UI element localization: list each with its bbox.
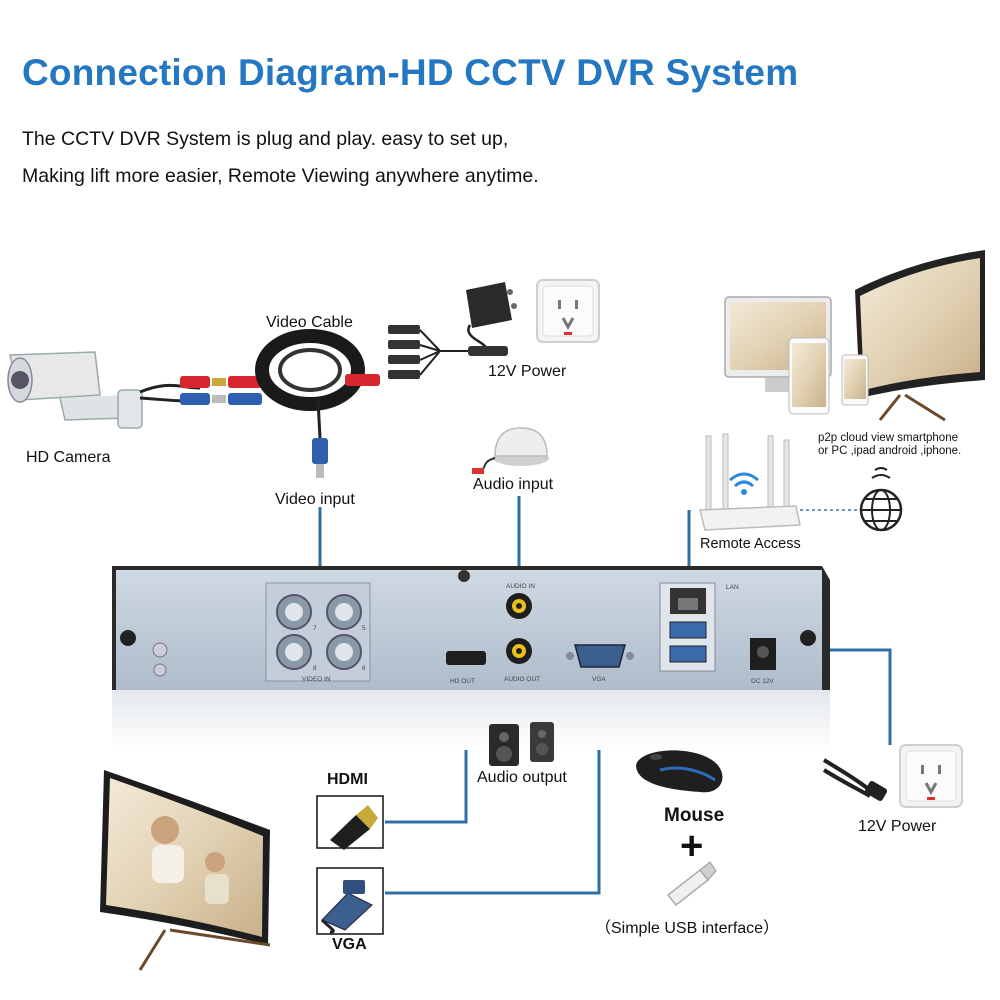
label-hdmi: HDMI bbox=[327, 771, 368, 788]
monitor-icon bbox=[100, 770, 271, 971]
camera-icon bbox=[7, 351, 143, 429]
bnc-number-3: 8 bbox=[313, 665, 317, 672]
bnc-number-4: 6 bbox=[362, 665, 366, 672]
bnc-number-1: 7 bbox=[313, 625, 317, 632]
bnc-number-2: 5 bbox=[362, 625, 366, 632]
panel-label-audio-in: AUDIO IN bbox=[506, 583, 535, 590]
label-12v-power-top: 12V Power bbox=[488, 363, 567, 380]
microphone-icon bbox=[472, 427, 549, 474]
label-video-input: Video input bbox=[275, 491, 355, 508]
panel-label-lan: LAN bbox=[726, 584, 739, 591]
vga-plug-icon bbox=[316, 867, 384, 935]
label-12v-power-bottom: 12V Power bbox=[858, 818, 937, 835]
usb-stick-icon bbox=[666, 861, 717, 907]
speaker-icon bbox=[489, 722, 554, 766]
wall-socket-icon bbox=[536, 279, 600, 343]
label-vga: VGA bbox=[332, 936, 367, 953]
wall-socket-icon-bottom bbox=[899, 744, 963, 808]
panel-label-vga: VGA bbox=[592, 676, 606, 683]
monitor-icon-top bbox=[724, 250, 985, 422]
label-p2p-line-1: p2p cloud view smartphone bbox=[818, 432, 958, 444]
video-cable-icon bbox=[139, 329, 380, 478]
label-hd-camera: HD Camera bbox=[26, 449, 111, 466]
panel-label-dc: DC 12V bbox=[751, 678, 774, 685]
power-adapter-icon bbox=[388, 282, 517, 379]
panel-label-hd-out: HD OUT bbox=[450, 678, 475, 685]
globe-icon bbox=[859, 467, 903, 532]
panel-label-audio-out: AUDIO OUT bbox=[504, 676, 540, 683]
subtitle-line-1: The CCTV DVR System is plug and play. ea… bbox=[22, 128, 509, 150]
label-audio-output: Audio output bbox=[477, 769, 567, 786]
hdmi-plug-icon bbox=[316, 795, 384, 850]
label-usb-interface: （Simple USB interface） bbox=[595, 920, 780, 937]
dvr-back-panel: 7 5 8 6 VIDEO IN HD OUT AUDIO IN AUDIO O… bbox=[112, 566, 830, 750]
power-cable-icon bbox=[822, 758, 888, 801]
subtitle-line-2: Making lift more easier, Remote Viewing … bbox=[22, 165, 539, 187]
label-video-cable: Video Cable bbox=[266, 314, 353, 331]
bnc-connector-group bbox=[276, 594, 362, 670]
diagram-title: Connection Diagram-HD CCTV DVR System bbox=[22, 52, 799, 93]
panel-label-video-in: VIDEO IN bbox=[302, 676, 331, 683]
label-p2p-line-2: or PC ,ipad android ,iphone. bbox=[818, 445, 962, 457]
label-mouse: Mouse bbox=[664, 805, 725, 826]
label-remote-access: Remote Access bbox=[700, 536, 801, 552]
label-audio-input: Audio input bbox=[473, 476, 554, 493]
mouse-icon bbox=[636, 750, 723, 793]
label-plus: + bbox=[680, 824, 704, 868]
router-icon bbox=[699, 433, 860, 531]
